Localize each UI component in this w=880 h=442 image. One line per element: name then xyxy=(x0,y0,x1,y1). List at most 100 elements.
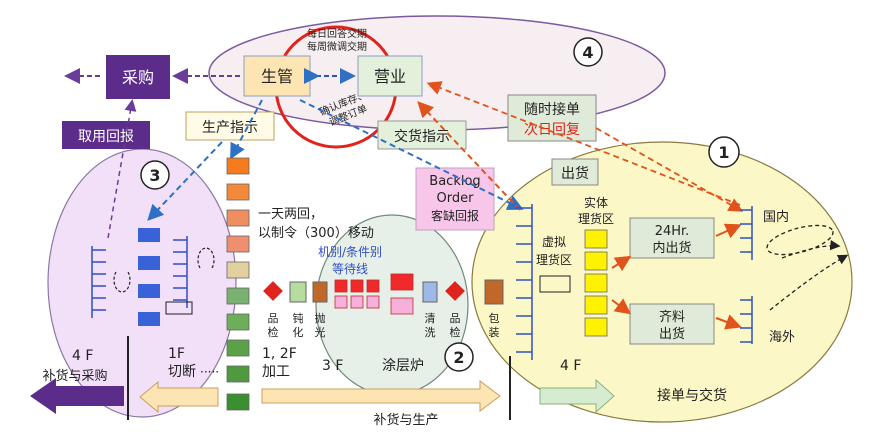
inspect-2a: 品 xyxy=(450,312,461,325)
overseas-label: 海外 xyxy=(769,330,795,345)
polish-b: 光 xyxy=(315,325,326,339)
delivery-instruction-label: 交货指示 xyxy=(394,128,450,145)
virtual-zone-2: 理货区 xyxy=(536,252,572,267)
dots-label: ····· xyxy=(200,365,219,379)
production-mgmt-label: 生管 xyxy=(261,67,293,86)
cut-blocks xyxy=(138,228,160,326)
number-1-circle xyxy=(708,136,740,168)
inspect-diamond-2 xyxy=(445,281,465,301)
mgmt-to-column-arrow xyxy=(230,99,263,160)
sales-box xyxy=(357,55,423,97)
twice-daily: 一天两回， xyxy=(258,207,323,222)
take-order-box xyxy=(507,94,597,142)
coating-label: 涂层炉 xyxy=(382,358,424,374)
backlog-to-sales-arrow xyxy=(417,101,521,211)
number-3: 3 xyxy=(149,166,160,185)
feedback-box xyxy=(62,121,150,149)
backlog-2: Order xyxy=(437,191,475,206)
passiv-a: 钝 xyxy=(293,311,304,325)
purchase-box xyxy=(106,55,170,99)
hr24-box xyxy=(629,217,715,259)
virtual-zone-1: 虚拟 xyxy=(542,235,566,249)
prod-instr-arrow xyxy=(147,141,223,221)
complete-2: 出货 xyxy=(659,326,685,342)
feedback-label: 取用回报 xyxy=(78,129,134,145)
next-day-reply-label: 次日回复 xyxy=(524,121,580,138)
rack-receiving xyxy=(516,204,533,360)
number-4-circle xyxy=(573,37,603,67)
f4-right: 4 F xyxy=(560,358,581,374)
order-delivery: 接单与交货 xyxy=(657,387,727,404)
hr24-1: 24Hr. xyxy=(655,224,690,239)
conveyor-left xyxy=(165,301,193,315)
number-1: 1 xyxy=(718,143,729,162)
move-by-order: 以制令（300）移动 xyxy=(258,226,374,241)
inspect-1b: 检 xyxy=(268,325,279,339)
wait-line-blocks xyxy=(334,273,414,315)
process-column xyxy=(226,157,250,411)
reply-daily: 每日回答交期 xyxy=(307,27,367,40)
solid-zone-1: 实体 xyxy=(584,195,608,210)
purchase-big-arrow xyxy=(30,378,124,414)
cutting-label: 切断 xyxy=(168,364,196,380)
delivery-instruction-box xyxy=(377,120,467,150)
number-2: 2 xyxy=(453,348,464,367)
pack-a: 包 xyxy=(489,312,500,325)
f1-label: 1F xyxy=(168,346,185,362)
sales-label: 营业 xyxy=(374,67,406,86)
cut-arrow xyxy=(139,380,219,414)
f12-label: 1, 2F xyxy=(262,346,297,362)
pack-b: 装 xyxy=(489,326,500,339)
clean-block xyxy=(422,281,438,303)
region-1-ellipse xyxy=(471,141,853,423)
complete-to-overseas xyxy=(715,314,742,330)
take-order-to-domestic-arrow xyxy=(595,127,744,212)
yellow-bins xyxy=(584,229,608,337)
replenish-production: 补货与生产 xyxy=(373,412,438,428)
shipping-box xyxy=(551,158,599,186)
inspect-1a: 品 xyxy=(268,312,279,325)
export-swirls xyxy=(766,224,849,311)
hr24-2: 内出货 xyxy=(652,240,691,256)
purchase-label: 采购 xyxy=(122,68,154,87)
polish-a: 抛 xyxy=(315,311,326,325)
prod-instruction-label: 生产指示 xyxy=(202,120,258,136)
take-order-label: 随时接单 xyxy=(524,101,580,118)
number-4: 4 xyxy=(582,43,593,62)
machine-wait-1: 机别/条件别 xyxy=(318,245,382,259)
backlog-3: 客缺回报 xyxy=(431,208,479,223)
inspect-2b: 检 xyxy=(450,325,461,339)
replenish-purchase: 补货与采购 xyxy=(42,368,107,384)
pack-block xyxy=(484,279,504,305)
delivery-big-arrow xyxy=(539,378,615,414)
processing-label: 加工 xyxy=(262,364,290,380)
f3-label: 3 F xyxy=(322,358,343,374)
complete-1: 齐料 xyxy=(659,309,685,325)
domestic-label: 国内 xyxy=(763,209,789,225)
number-2-circle xyxy=(444,342,474,372)
bins-to-24hr xyxy=(611,255,632,272)
shipping-label: 出货 xyxy=(561,165,589,182)
backlog-1: Backlog xyxy=(429,174,480,189)
rack-left xyxy=(91,236,188,318)
bins-to-complete xyxy=(611,298,632,315)
prod-instruction-box xyxy=(185,111,275,141)
polish-block xyxy=(312,281,328,303)
reply-weekly: 每周微调交期 xyxy=(307,40,367,53)
mgmt-to-virtual-arrow xyxy=(299,99,524,210)
backlog-box xyxy=(415,167,495,231)
passivation-block xyxy=(289,281,307,303)
conveyor-right xyxy=(539,275,571,293)
rack-domestic xyxy=(740,206,753,344)
production-big-arrow xyxy=(261,380,501,412)
production-mgmt-box xyxy=(243,55,311,97)
loop-arrows xyxy=(113,247,215,293)
inspect-diamond-1 xyxy=(263,281,283,301)
solid-zone-2: 理货区 xyxy=(578,211,614,226)
domestic-to-sales-arrow xyxy=(426,81,741,206)
machine-wait-2: 等待线 xyxy=(332,262,368,276)
complete-box xyxy=(629,303,715,345)
passiv-b: 化 xyxy=(293,325,304,339)
f4-left: 4 F xyxy=(72,348,93,364)
number-3-circle xyxy=(140,160,170,190)
